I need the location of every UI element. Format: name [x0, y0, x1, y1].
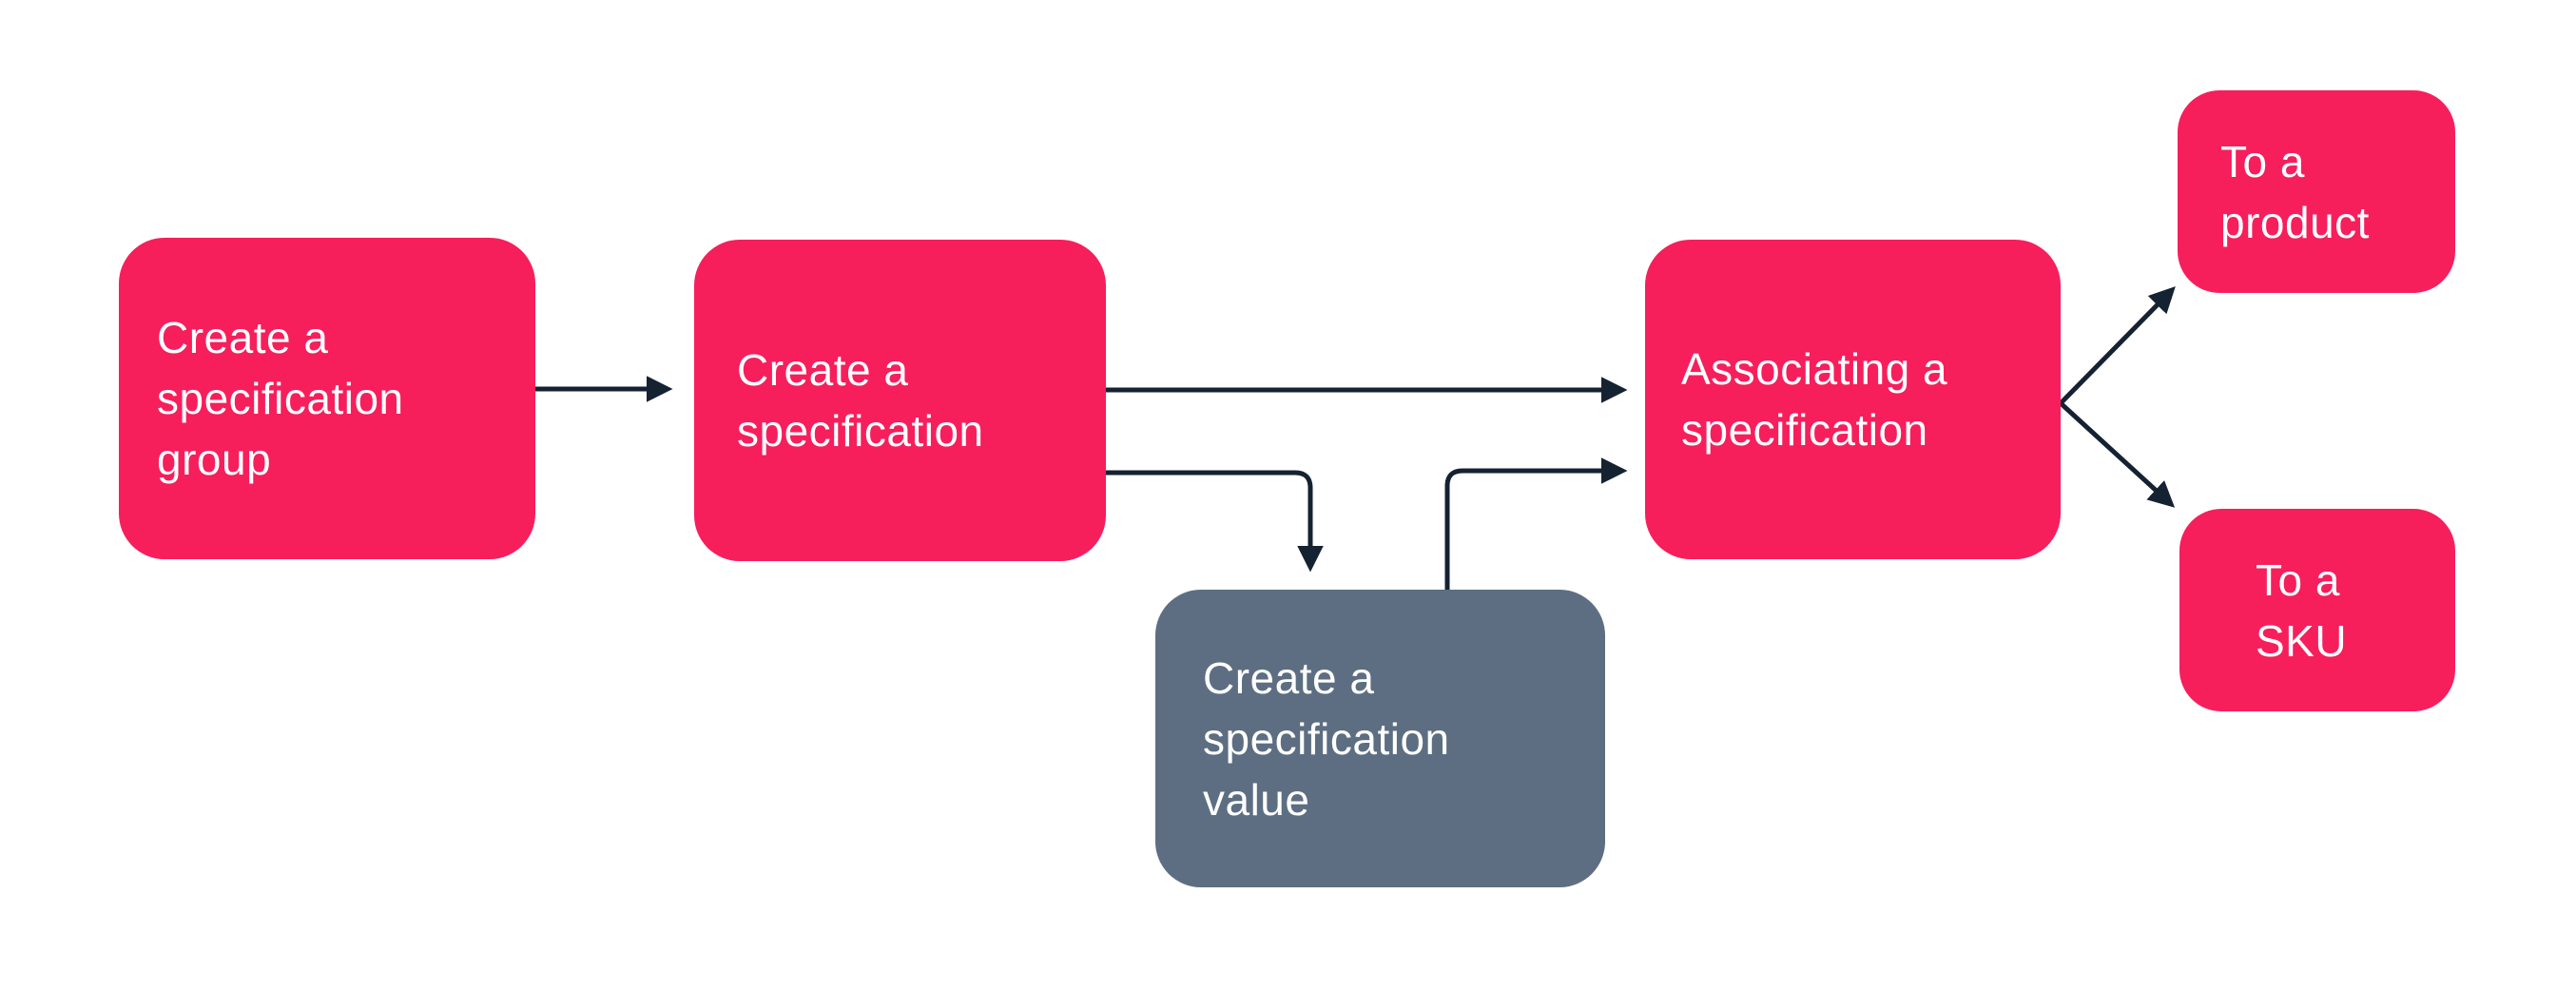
node-label: Create a specification: [737, 345, 984, 456]
node-label: Create a specification value: [1203, 652, 1450, 825]
node-create-specification-group: Create a specification group: [119, 238, 535, 559]
node-to-a-product: To a product: [2178, 90, 2455, 293]
node-label: Create a specification group: [157, 313, 404, 484]
node-associating-specification: Associating a specification: [1645, 240, 2061, 559]
edge-specification-to-value: [1106, 470, 1324, 573]
edge-associating-to-product: [2059, 286, 2176, 405]
node-label: To a SKU: [2256, 554, 2348, 666]
node-label: Associating a specification: [1681, 344, 1948, 455]
node-create-specification: Create a specification: [694, 240, 1106, 561]
edge-value-to-associating: [1444, 457, 1628, 592]
node-create-specification-value: Create a specification value: [1155, 590, 1605, 887]
node-label: To a product: [2220, 136, 2370, 247]
edge-associating-to-sku: [2059, 401, 2176, 508]
node-to-a-sku: To a SKU: [2179, 509, 2455, 711]
